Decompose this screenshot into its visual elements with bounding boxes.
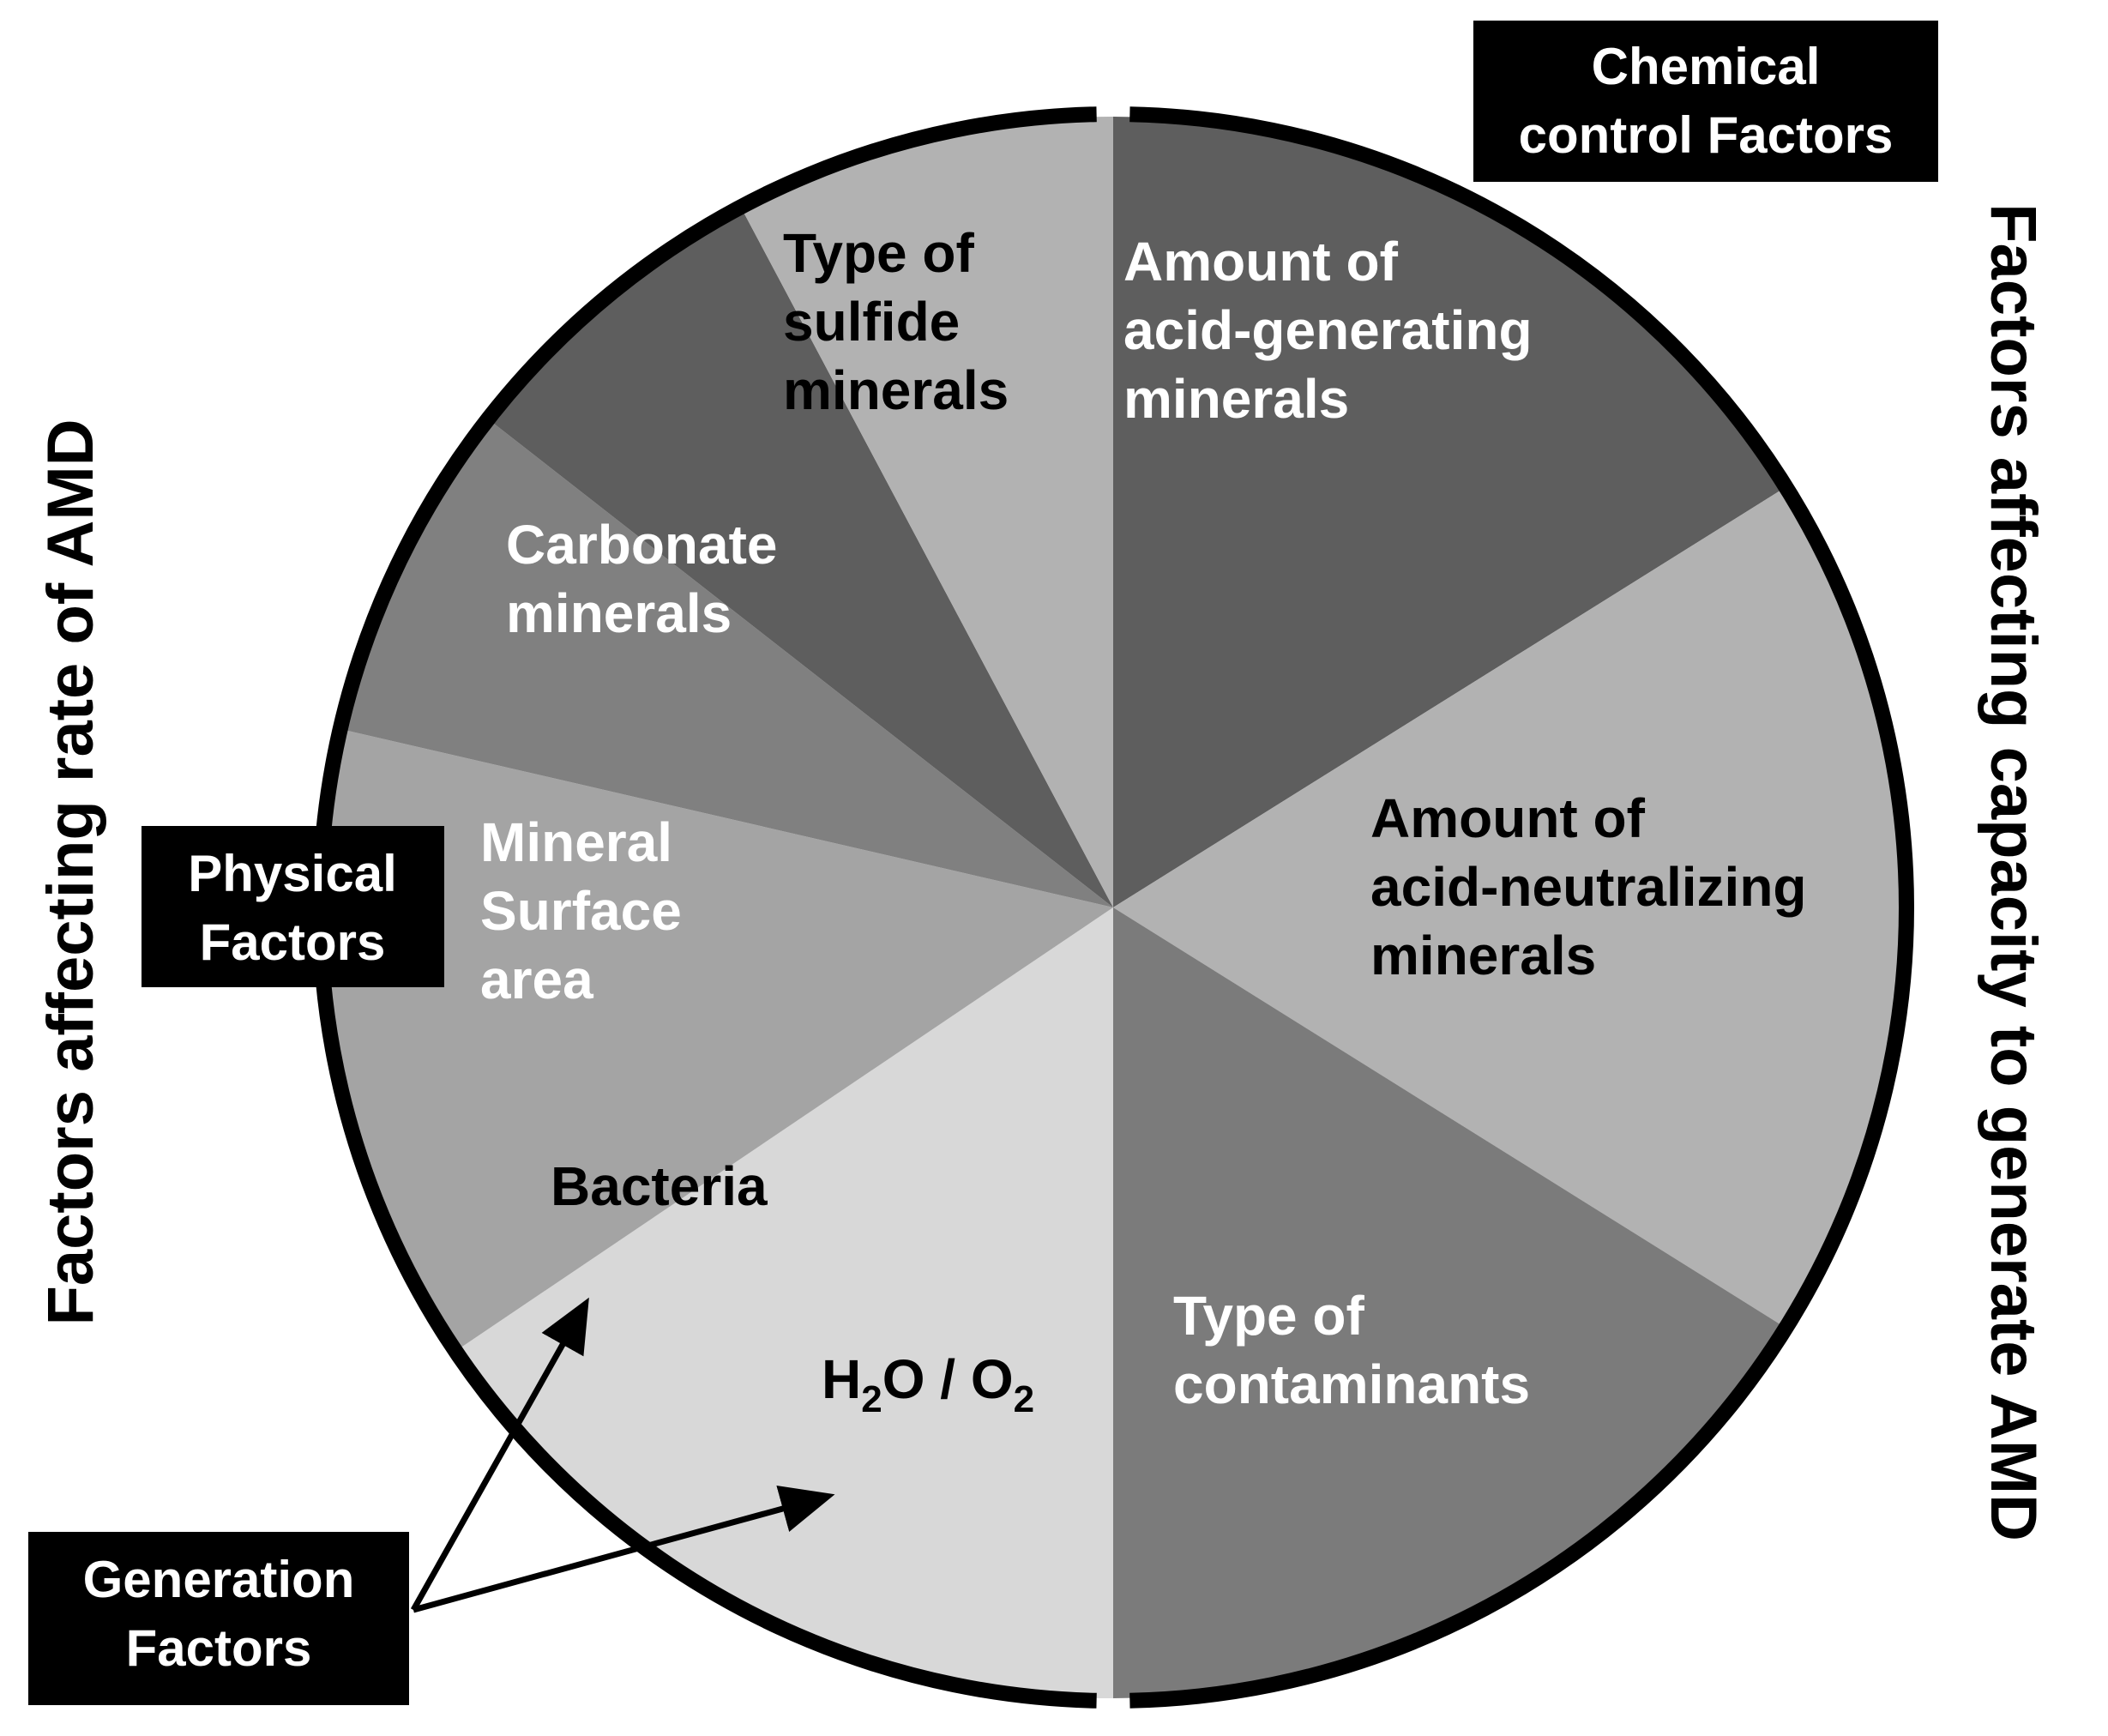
physical-factors-box: Physical Factors [142,826,444,987]
chemical-box-background [1473,21,1938,182]
label-mineral-surface-area: Mineral Surface area [480,811,697,1010]
label-type-sulfide-minerals: Type of sulfide minerals [783,222,1009,421]
chemical-box-line-1: Chemical [1592,38,1821,95]
generation-box-line-2: Factors [126,1619,312,1677]
segment-carbonate-minerals [490,208,1113,908]
right-side-title: Factors affecting capacity to generate A… [1977,203,2050,1541]
label-bacteria: Bacteria [551,1155,768,1217]
physical-box-background [142,826,444,987]
segment-water-oxygen [457,907,1113,1698]
generation-box-background [28,1532,409,1705]
chemical-control-factors-box: Chemical control Factors [1473,21,1938,182]
label-water-oxygen: H2O / O2 [822,1348,1034,1420]
segment-type-contaminants [1113,907,1784,1698]
segment-type-sulfide-minerals [742,117,1113,907]
label-type-contaminants: Type of contaminants [1173,1285,1530,1415]
segment-amount-acid-generating [1113,117,1784,907]
segment-mineral-surface-area [342,420,1113,907]
physical-box-line-1: Physical [188,845,397,902]
label-carbonate-minerals: Carbonate minerals [506,514,792,644]
segment-bacteria [322,729,1114,1350]
right-rim-arc [1129,106,1915,1709]
generation-factors-box: Generation Factors [28,1532,409,1705]
arrow-to-water-oxygen [413,1485,835,1613]
left-side-title: Factors affecting rate of AMD [34,419,107,1325]
chemical-box-line-2: control Factors [1519,106,1894,164]
segment-amount-acid-neutralizing [1113,488,1905,1327]
generation-box-line-1: Generation [83,1551,355,1608]
physical-box-line-2: Factors [200,913,386,971]
arrow-to-bacteria [410,1297,589,1612]
pie-segments [322,117,1905,1698]
label-amount-acid-neutralizing: Amount of acid-neutralizing minerals [1370,787,1822,986]
label-amount-acid-generating: Amount of acid-generating minerals [1123,231,1547,430]
